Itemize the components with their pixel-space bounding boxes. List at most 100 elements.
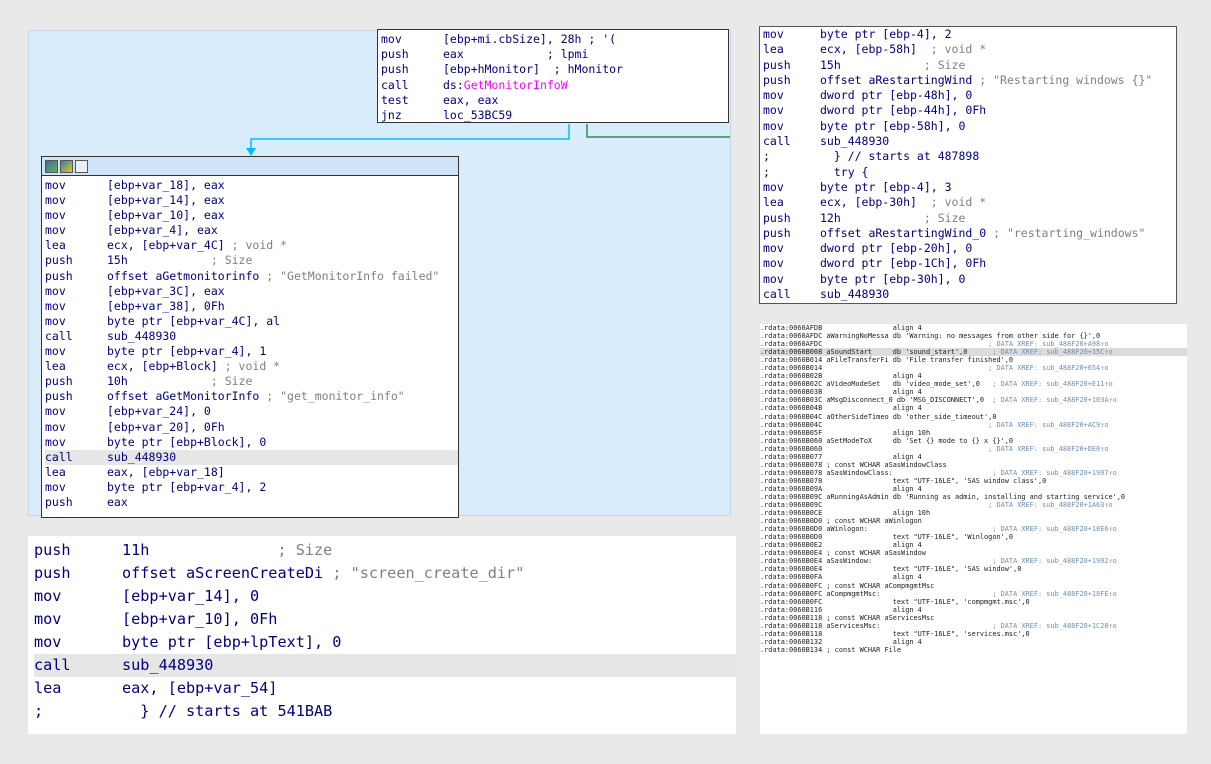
code-line[interactable]: push[ebp+hMonitor] ; hMonitor xyxy=(381,62,728,77)
rdata-line[interactable]: .rdata:0060B0CE align 10h xyxy=(760,509,1187,517)
graph-color-icon[interactable] xyxy=(45,159,58,173)
code-line[interactable]: mov[ebp+var_10], 0Fh xyxy=(34,608,736,631)
rdata-line[interactable]: .rdata:0060B008 aSoundStart db 'sound_st… xyxy=(760,348,1187,357)
rdata-line[interactable]: .rdata:0060B0D0 text "UTF-16LE", 'Winlog… xyxy=(760,533,1187,541)
rdata-line[interactable]: .rdata:0060B04B align 4 xyxy=(760,404,1187,412)
rdata-line[interactable]: .rdata:0060B09C ; DATA XREF: sub_488F20+… xyxy=(760,501,1187,509)
code-line[interactable]: mov[ebp+mi.cbSize], 28h ; '( xyxy=(381,32,728,47)
rdata-line[interactable]: .rdata:0060B02C aVideoModeSet db 'video_… xyxy=(760,380,1187,388)
rdata-line[interactable]: .rdata:0060AFDC aWarningNoMessa db 'Warn… xyxy=(760,332,1187,340)
rdata-line[interactable]: .rdata:0060B060 aSetModeToX db 'Set {} m… xyxy=(760,437,1187,445)
rdata-line[interactable]: .rdata:0060B03B align 4 xyxy=(760,388,1187,396)
rdata-line[interactable]: .rdata:0060B0FA align 4 xyxy=(760,573,1187,581)
code-line[interactable]: ; } // starts at 541BAB xyxy=(34,700,736,723)
rdata-line[interactable]: .rdata:0060B05F align 10h xyxy=(760,429,1187,437)
rdata-segment-panel[interactable]: .rdata:0060AFDB align 4.rdata:0060AFDC a… xyxy=(760,324,1187,734)
rdata-line[interactable]: .rdata:0060B014 aFileTransferFi db 'File… xyxy=(760,356,1187,364)
code-line[interactable]: mov[ebp+var_18], eax xyxy=(45,178,458,193)
rdata-line[interactable]: .rdata:0060B04C aOtherSideTimeo db 'othe… xyxy=(760,413,1187,421)
code-line[interactable]: mov[ebp+var_14], 0 xyxy=(34,585,736,608)
rdata-line[interactable]: .rdata:0060B118 aServicesMsc: ; DATA XRE… xyxy=(760,622,1187,630)
rdata-line[interactable]: .rdata:0060B116 align 4 xyxy=(760,606,1187,614)
code-line[interactable]: mov[ebp+var_4], eax xyxy=(45,223,458,238)
rdata-line[interactable]: .rdata:0060B0FC text "UTF-16LE", 'compmg… xyxy=(760,598,1187,606)
rdata-line[interactable]: .rdata:0060AFDC ; DATA XREF: sub_488F20+… xyxy=(760,340,1187,348)
rdata-line[interactable]: .rdata:0060B0E2 align 4 xyxy=(760,541,1187,549)
rdata-line[interactable]: .rdata:0060B118 ; const WCHAR aServicesM… xyxy=(760,614,1187,622)
rdata-line[interactable]: .rdata:0060B04C ; DATA XREF: sub_488F20+… xyxy=(760,421,1187,429)
rdata-line[interactable]: .rdata:0060B077 align 4 xyxy=(760,453,1187,461)
code-line[interactable]: mov[ebp+var_14], eax xyxy=(45,193,458,208)
rdata-line[interactable]: .rdata:0060B134 ; const WCHAR File xyxy=(760,646,1187,654)
rdata-line[interactable]: .rdata:0060B118 text "UTF-16LE", 'servic… xyxy=(760,630,1187,638)
rdata-line[interactable]: .rdata:0060AFDB align 4 xyxy=(760,324,1187,332)
group-nodes-icon[interactable] xyxy=(75,159,88,173)
code-line[interactable]: mov[ebp+var_38], 0Fh xyxy=(45,299,458,314)
rdata-line[interactable]: .rdata:0060B09C aRunningAsAdmin db 'Runn… xyxy=(760,493,1187,501)
rdata-line[interactable]: .rdata:0060B0E4 text "UTF-16LE", 'SAS wi… xyxy=(760,565,1187,573)
rdata-line[interactable]: .rdata:0060B078 ; const WCHAR aSasWindow… xyxy=(760,461,1187,469)
code-line[interactable]: mov[ebp+var_3C], eax xyxy=(45,284,458,299)
code-line[interactable]: mov[ebp+var_10], eax xyxy=(45,208,458,223)
rdata-line[interactable]: .rdata:0060B02B align 4 xyxy=(760,372,1187,380)
rdata-line[interactable]: .rdata:0060B132 align 4 xyxy=(760,638,1187,646)
code-line[interactable]: mov[ebp+var_20], 0Fh xyxy=(45,420,458,435)
rename-block-icon[interactable] xyxy=(60,159,73,173)
rdata-line[interactable]: .rdata:0060B060 ; DATA XREF: sub_488F20+… xyxy=(760,445,1187,453)
rdata-line[interactable]: .rdata:0060B0D0 ; const WCHAR aWinlogon xyxy=(760,517,1187,525)
rdata-line[interactable]: .rdata:0060B09A align 4 xyxy=(760,485,1187,493)
rdata-line[interactable]: .rdata:0060B0D0 aWinlogon: ; DATA XREF: … xyxy=(760,525,1187,533)
rdata-line[interactable]: .rdata:0060B014 ; DATA XREF: sub_488F20+… xyxy=(760,364,1187,372)
code-line[interactable]: mov[ebp+var_24], 0 xyxy=(45,404,458,419)
rdata-line[interactable]: .rdata:0060B03C aMsgDisconnect_0 db 'MSG… xyxy=(760,396,1187,404)
rdata-line[interactable]: .rdata:0060B0FC aCompmgmtMsc: ; DATA XRE… xyxy=(760,590,1187,598)
rdata-line[interactable]: .rdata:0060B0FC ; const WCHAR aCompmgmtM… xyxy=(760,582,1187,590)
code-line[interactable]: ; } // starts at 487898 xyxy=(763,149,1176,164)
rdata-line[interactable]: .rdata:0060B078 text "UTF-16LE", 'SAS wi… xyxy=(760,477,1187,485)
rdata-line[interactable]: .rdata:0060B078 aSasWindowClass: ; DATA … xyxy=(760,469,1187,477)
